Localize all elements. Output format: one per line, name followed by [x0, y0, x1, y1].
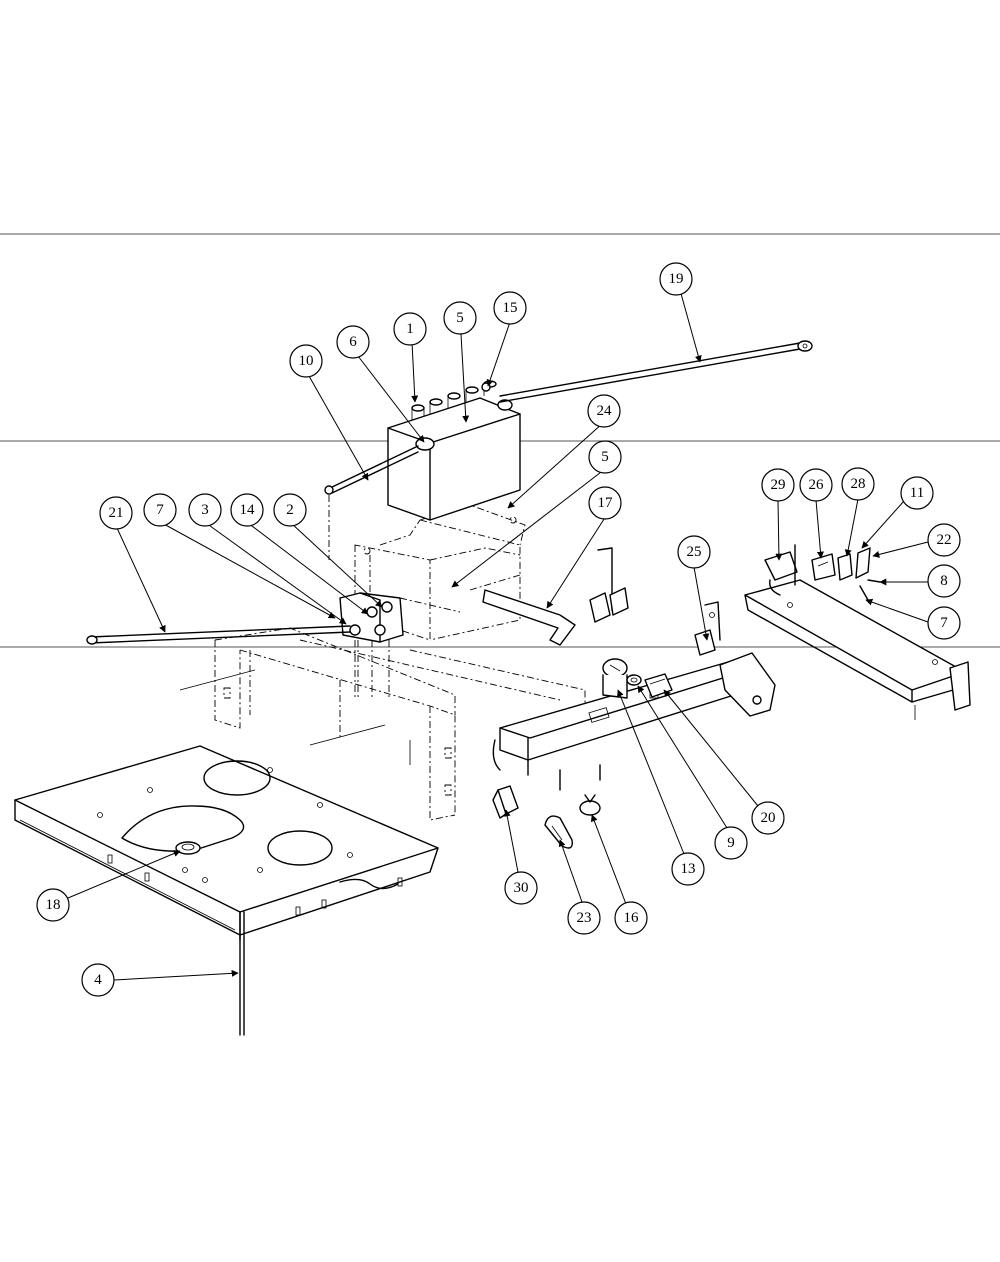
svg-text:3: 3 — [201, 502, 209, 518]
handle-bar — [482, 547, 629, 646]
callout-10: 10 — [289, 344, 323, 378]
callout-23: 23 — [567, 901, 601, 935]
svg-text:1: 1 — [406, 321, 414, 337]
callout-16: 16 — [614, 901, 648, 935]
ignition-switch — [602, 658, 628, 699]
svg-text:21: 21 — [109, 505, 124, 521]
callout-4: 4 — [81, 963, 115, 997]
chassis-plate — [14, 745, 439, 941]
callout-11: 11 — [900, 476, 934, 510]
callout-15: 15 — [493, 291, 527, 325]
callout-8: 8 — [927, 564, 961, 598]
callout-13: 13 — [671, 852, 705, 886]
callout-7-left: 7 — [143, 493, 177, 527]
svg-text:13: 13 — [681, 861, 696, 877]
callout-5-top: 5 — [443, 301, 477, 335]
knob-16 — [579, 794, 601, 816]
svg-text:18: 18 — [46, 897, 61, 913]
svg-text:7: 7 — [940, 615, 948, 631]
callout-29: 29 — [761, 468, 795, 502]
svg-text:5: 5 — [456, 310, 464, 326]
svg-text:20: 20 — [761, 810, 776, 826]
callout-30: 30 — [504, 871, 538, 905]
callout-18: 18 — [36, 888, 70, 922]
callout-25: 25 — [677, 535, 711, 569]
svg-text:7: 7 — [156, 502, 164, 518]
svg-text:15: 15 — [503, 300, 518, 316]
callout-26: 26 — [799, 468, 833, 502]
svg-text:8: 8 — [940, 573, 948, 589]
callout-1: 1 — [393, 312, 427, 346]
callout-7-right: 7 — [927, 606, 961, 640]
bezel-23 — [544, 815, 573, 849]
battery-tray — [354, 504, 526, 641]
callout-20: 20 — [751, 801, 785, 835]
right-rail — [744, 544, 971, 720]
svg-text:26: 26 — [809, 477, 825, 493]
svg-text:28: 28 — [851, 476, 866, 492]
svg-text:6: 6 — [349, 334, 357, 350]
callout-21: 21 — [99, 496, 133, 530]
svg-text:29: 29 — [771, 477, 786, 493]
svg-text:23: 23 — [577, 910, 592, 926]
svg-text:24: 24 — [597, 403, 613, 419]
callout-14: 14 — [230, 493, 264, 527]
switch-30 — [492, 785, 519, 819]
svg-text:9: 9 — [727, 835, 735, 851]
rod-part — [239, 911, 245, 1036]
callout-3: 3 — [188, 493, 222, 527]
battery-cable-short — [324, 445, 419, 560]
callout-6: 6 — [336, 325, 370, 359]
svg-text:11: 11 — [910, 485, 924, 501]
svg-text:22: 22 — [937, 532, 952, 548]
connector-block — [694, 601, 721, 656]
callout-17: 17 — [588, 486, 622, 520]
svg-text:2: 2 — [286, 502, 294, 518]
left-frame — [179, 627, 586, 821]
svg-text:5: 5 — [601, 449, 609, 465]
svg-text:16: 16 — [624, 910, 640, 926]
callout-bubbles: 19 1 5 15 6 10 24 5 17 21 7 3 14 2 29 26… — [36, 262, 961, 997]
svg-text:17: 17 — [598, 495, 614, 511]
callout-9: 9 — [714, 826, 748, 860]
svg-text:10: 10 — [299, 353, 314, 369]
svg-text:14: 14 — [240, 502, 256, 518]
indicator-light — [626, 674, 642, 686]
svg-text:25: 25 — [687, 544, 702, 560]
callout-28: 28 — [841, 467, 875, 501]
callout-2: 2 — [273, 493, 307, 527]
callout-22: 22 — [927, 523, 961, 557]
callout-5-middle: 5 — [588, 440, 622, 474]
cable-left — [86, 625, 351, 645]
battery-cable-long — [481, 340, 813, 403]
center-rail — [492, 652, 776, 791]
svg-text:19: 19 — [669, 271, 684, 287]
callout-24: 24 — [587, 394, 621, 428]
svg-text:4: 4 — [94, 972, 102, 988]
leader-lines — [67, 289, 929, 981]
svg-text:30: 30 — [514, 880, 529, 896]
callout-19: 19 — [659, 262, 693, 296]
